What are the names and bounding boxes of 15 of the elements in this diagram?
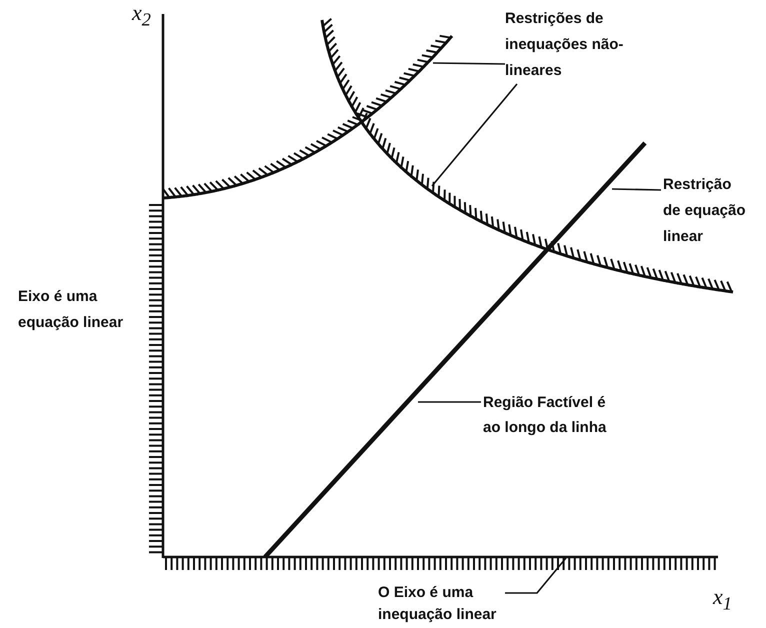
axis-caption: Eixo é uma equação linear	[18, 287, 124, 333]
leader-line	[431, 83, 518, 187]
callout-text: O Eixo é uma inequação linear	[378, 582, 528, 626]
axis-label: x$_{2}$	[132, 0, 151, 32]
leader-line	[432, 62, 506, 65]
axis-label: x$_{1}$	[713, 584, 732, 616]
leader-line	[612, 188, 662, 191]
constraint-line	[263, 141, 647, 559]
constraint-curve	[162, 34, 454, 200]
leader-line	[418, 401, 481, 403]
callout-text: Restrições de inequações não-lineares	[505, 6, 637, 84]
leader-line	[505, 557, 567, 594]
x-axis	[163, 556, 718, 571]
callout-text: Restrição de equação linear	[663, 172, 751, 250]
callout-text: Região Factível é ao longo da linha	[483, 390, 608, 440]
